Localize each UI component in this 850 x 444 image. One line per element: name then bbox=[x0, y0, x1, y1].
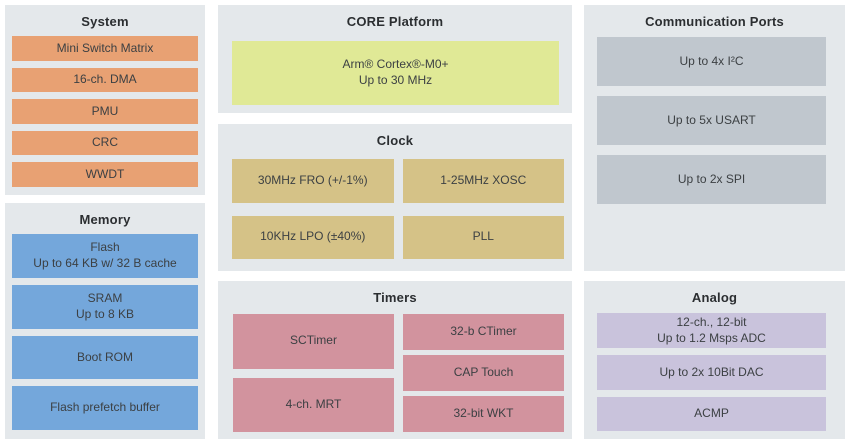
block-label: SRAM bbox=[87, 291, 123, 306]
block-sublabel: Up to 30 MHz bbox=[358, 73, 433, 87]
block-cap-touch: CAP Touch bbox=[403, 355, 564, 391]
block-label: 4-ch. MRT bbox=[285, 396, 342, 411]
panel-system-title: System bbox=[81, 14, 129, 29]
block-label: 32-b CTimer bbox=[450, 324, 517, 339]
block-sublabel: Up to 1.2 Msps ADC bbox=[657, 330, 766, 345]
timers-right-column: 32-b CTimer CAP Touch 32-bit WKT bbox=[403, 314, 564, 432]
panel-memory-title: Memory bbox=[79, 212, 131, 227]
block-label: PLL bbox=[472, 229, 494, 244]
panel-clock: Clock 30MHz FRO (+/-1%) 1-25MHz XOSC 10K… bbox=[218, 124, 572, 271]
panel-core-platform: CORE Platform Arm® Cortex®-M0+ Up to 30 … bbox=[218, 5, 572, 113]
block-label: Up to 2x SPI bbox=[677, 171, 746, 186]
block-pmu: PMU bbox=[12, 99, 198, 124]
panel-analog-blocks: 12-ch., 12-bit Up to 1.2 Msps ADC Up to … bbox=[584, 312, 845, 439]
block-mrt: 4-ch. MRT bbox=[233, 377, 394, 432]
panel-communication-ports: Communication Ports Up to 4x I²C Up to 5… bbox=[584, 5, 845, 271]
panel-analog: Analog 12-ch., 12-bit Up to 1.2 Msps ADC… bbox=[584, 281, 845, 439]
block-adc: 12-ch., 12-bit Up to 1.2 Msps ADC bbox=[597, 313, 826, 349]
panel-system-blocks: Mini Switch Matrix 16-ch. DMA PMU CRC WW… bbox=[5, 36, 205, 195]
block-label: Flash bbox=[90, 240, 120, 255]
block-sctimer: SCTimer bbox=[233, 314, 394, 369]
block-flash: Flash Up to 64 KB w/ 32 B cache bbox=[12, 234, 198, 278]
panel-memory-blocks: Flash Up to 64 KB w/ 32 B cache SRAM Up … bbox=[5, 234, 205, 439]
block-label: Up to 2x 10Bit DAC bbox=[659, 364, 764, 379]
block-ctimer: 32-b CTimer bbox=[403, 314, 564, 350]
block-label: CRC bbox=[92, 135, 118, 150]
block-usart: Up to 5x USART bbox=[597, 96, 826, 145]
block-label: 30MHz FRO (+/-1%) bbox=[257, 172, 368, 187]
block-label: Flash prefetch buffer bbox=[50, 400, 160, 415]
block-label: 16-ch. DMA bbox=[73, 72, 137, 87]
block-acmp: ACMP bbox=[597, 396, 826, 431]
block-label: 32-bit WKT bbox=[453, 406, 514, 421]
block-label: Arm® Cortex®-M0+ bbox=[342, 57, 449, 72]
block-xosc: 1-25MHz XOSC bbox=[402, 159, 564, 203]
timers-left-column: SCTimer 4-ch. MRT bbox=[233, 314, 394, 432]
block-flash-prefetch-buffer: Flash prefetch buffer bbox=[12, 386, 198, 430]
block-wwdt: WWDT bbox=[12, 162, 198, 187]
panel-clock-blocks: 30MHz FRO (+/-1%) 1-25MHz XOSC 10KHz LPO… bbox=[218, 155, 572, 271]
block-label: 10KHz LPO (±40%) bbox=[260, 229, 366, 244]
panel-timers: Timers SCTimer 4-ch. MRT 32-b CTimer CAP… bbox=[218, 281, 572, 439]
block-label: PMU bbox=[91, 103, 119, 118]
block-label: CAP Touch bbox=[453, 365, 514, 380]
panel-analog-title: Analog bbox=[691, 290, 738, 305]
block-sublabel: Up to 8 KB bbox=[75, 306, 135, 321]
panel-system: System Mini Switch Matrix 16-ch. DMA PMU… bbox=[5, 5, 205, 195]
block-wkt: 32-bit WKT bbox=[403, 396, 564, 432]
panel-core-platform-title: CORE Platform bbox=[346, 14, 444, 29]
panel-core-platform-blocks: Arm® Cortex®-M0+ Up to 30 MHz bbox=[218, 36, 572, 113]
block-dac: Up to 2x 10Bit DAC bbox=[597, 355, 826, 390]
block-label: Mini Switch Matrix bbox=[56, 40, 154, 55]
block-label: ACMP bbox=[694, 406, 729, 420]
block-label: 1-25MHz XOSC bbox=[440, 172, 527, 187]
block-spi: Up to 2x SPI bbox=[597, 155, 826, 204]
block-dma: 16-ch. DMA bbox=[12, 67, 198, 93]
panel-memory: Memory Flash Up to 64 KB w/ 32 B cache S… bbox=[5, 203, 205, 439]
panel-timers-blocks: SCTimer 4-ch. MRT 32-b CTimer CAP Touch … bbox=[218, 312, 572, 439]
block-label: SCTimer bbox=[290, 333, 337, 348]
block-mini-switch-matrix: Mini Switch Matrix bbox=[12, 36, 198, 61]
block-label: Boot ROM bbox=[76, 349, 133, 364]
block-boot-rom: Boot ROM bbox=[12, 335, 198, 380]
block-pll: PLL bbox=[402, 215, 564, 259]
block-lpo: 10KHz LPO (±40%) bbox=[232, 215, 394, 259]
panel-communication-ports-blocks: Up to 4x I²C Up to 5x USART Up to 2x SPI bbox=[584, 36, 845, 204]
block-arm-cortex-m0plus: Arm® Cortex®-M0+ Up to 30 MHz bbox=[232, 41, 559, 105]
block-label: WWDT bbox=[85, 166, 125, 181]
panel-timers-title: Timers bbox=[373, 290, 417, 305]
block-i2c: Up to 4x I²C bbox=[597, 37, 826, 86]
panel-clock-title: Clock bbox=[376, 133, 414, 148]
block-label: Up to 5x USART bbox=[667, 112, 756, 127]
block-sublabel: Up to 64 KB w/ 32 B cache bbox=[33, 255, 177, 270]
block-label: Up to 4x I²C bbox=[679, 53, 744, 68]
block-sram: SRAM Up to 8 KB bbox=[12, 284, 198, 329]
panel-communication-ports-title: Communication Ports bbox=[645, 14, 784, 29]
block-fro: 30MHz FRO (+/-1%) bbox=[232, 159, 394, 203]
block-label: 12-ch., 12-bit bbox=[676, 315, 747, 329]
block-crc: CRC bbox=[12, 130, 198, 156]
